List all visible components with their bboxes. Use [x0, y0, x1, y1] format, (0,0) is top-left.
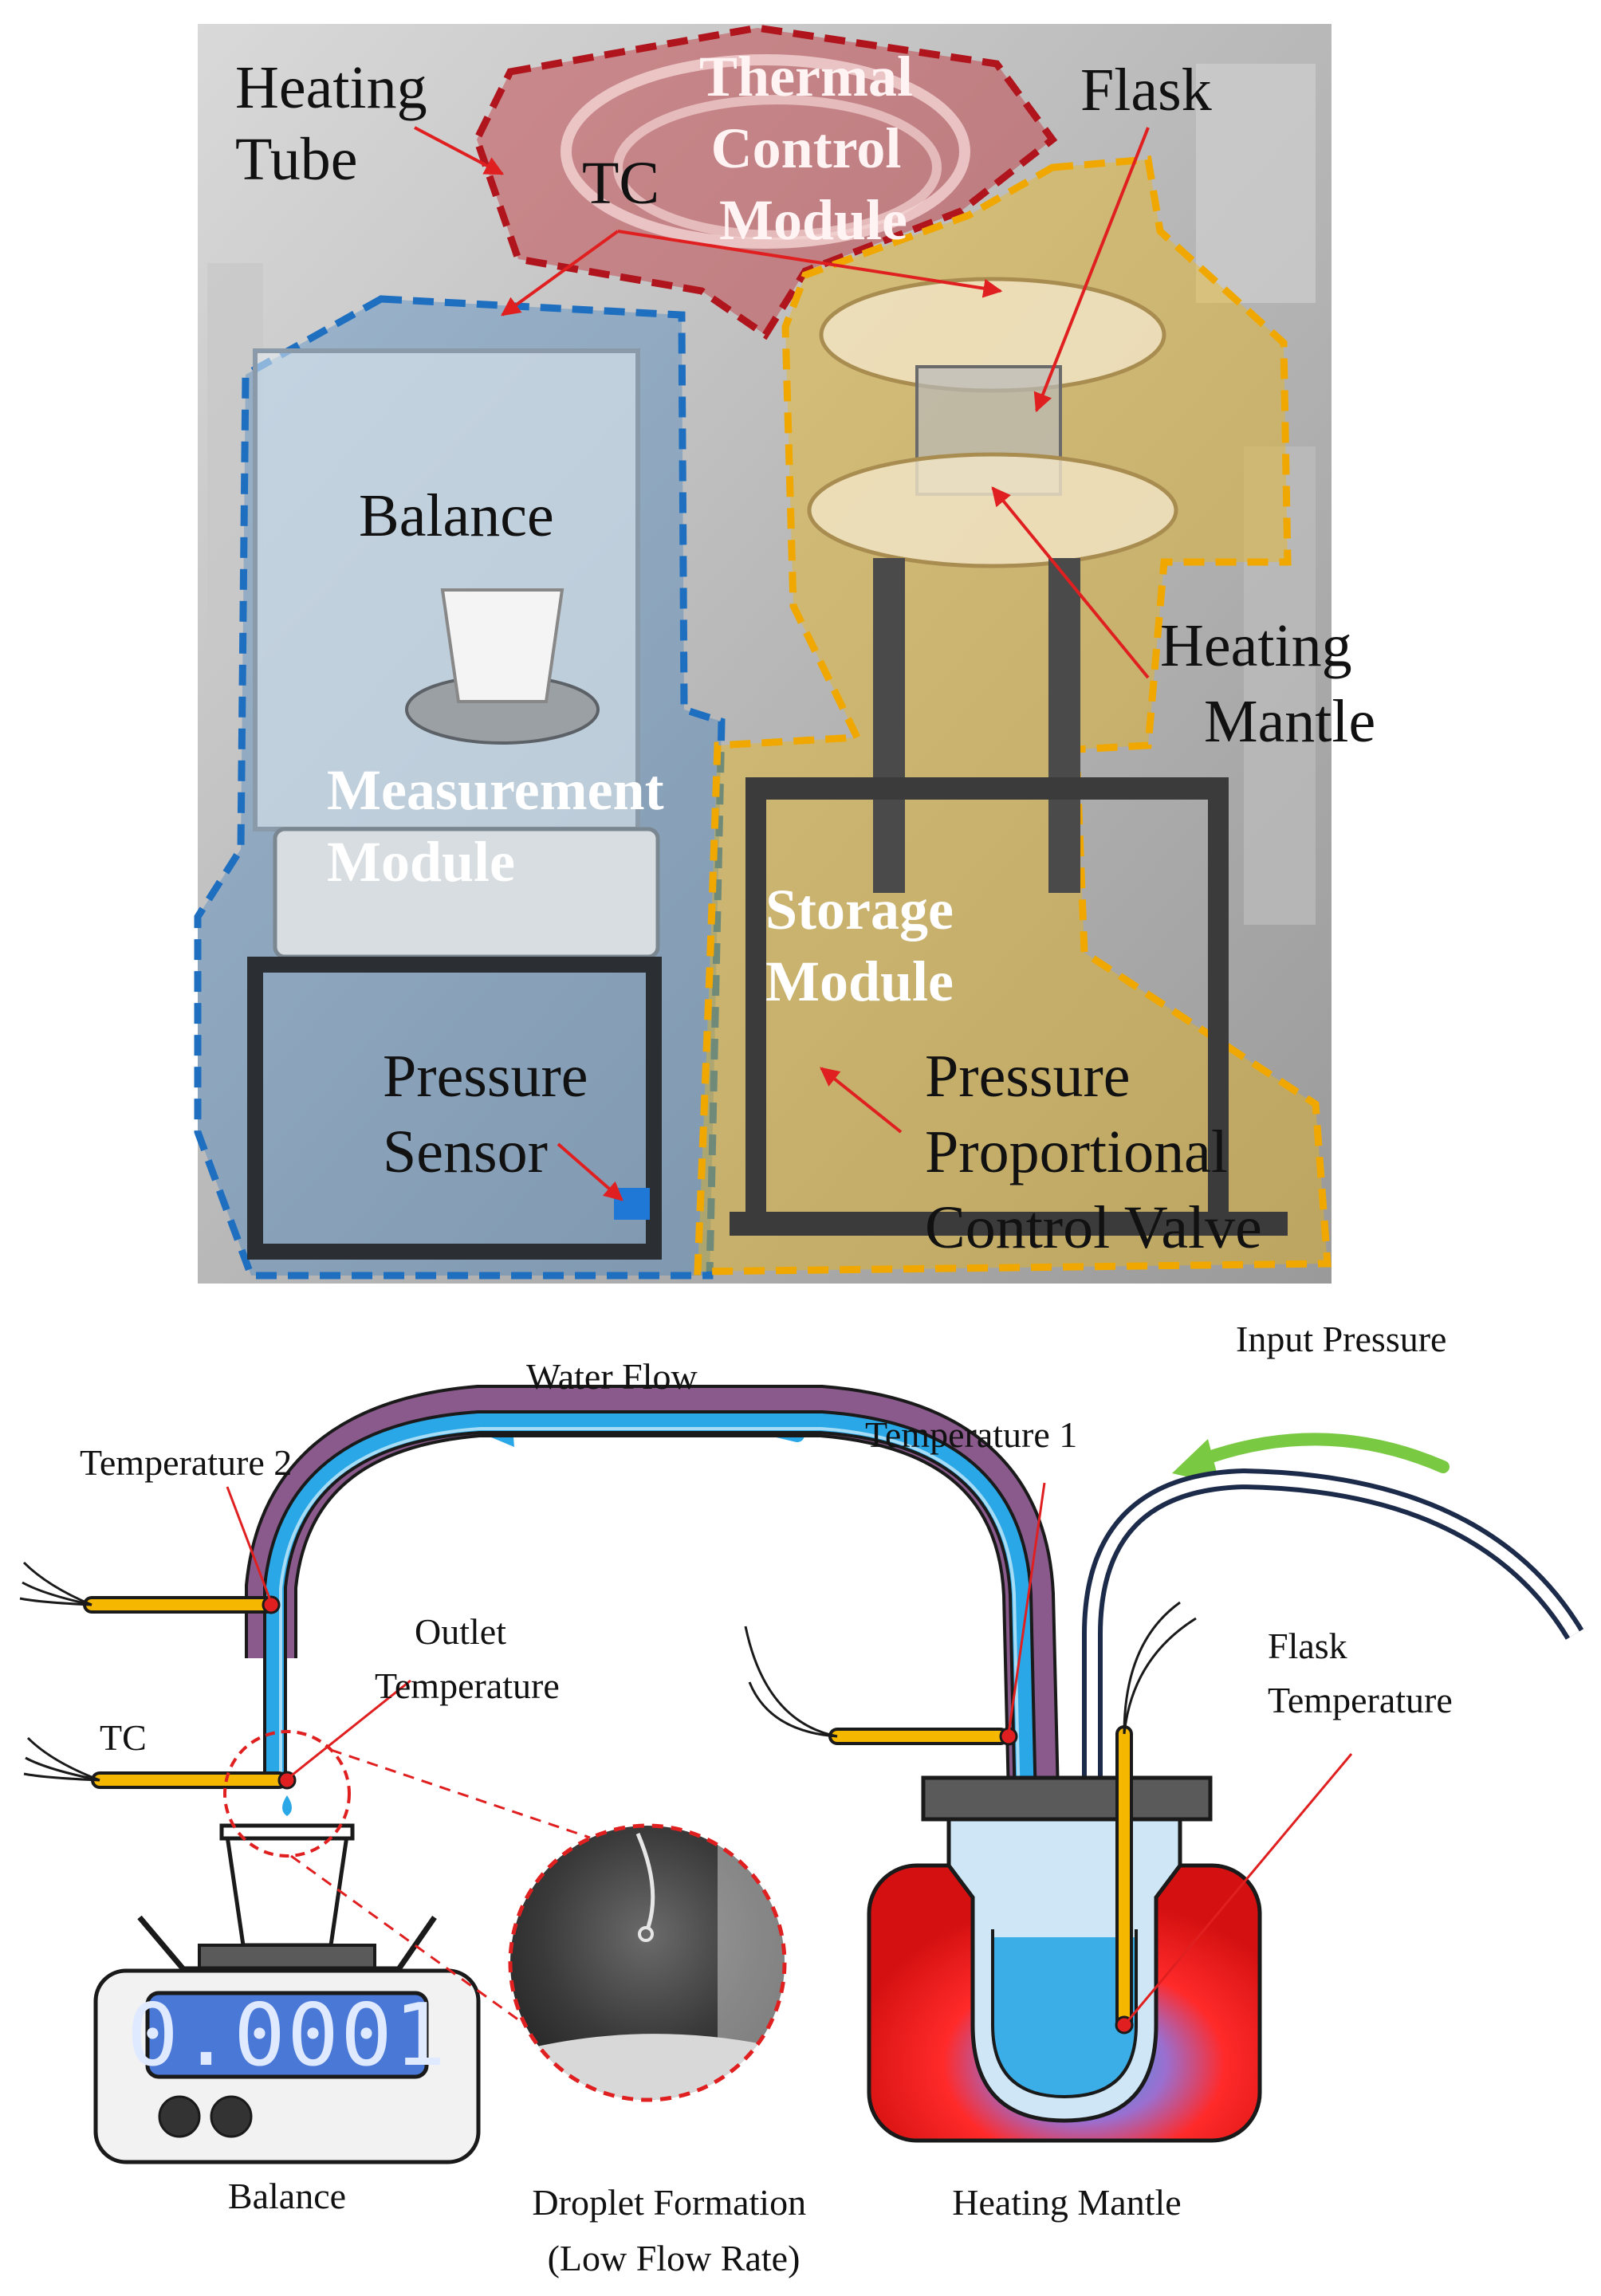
label-thermal-control-module: Thermal Control Module: [699, 45, 927, 252]
label-heating-mantle-photo: Heating Mantle: [1160, 612, 1375, 755]
label-input-pressure: Input Pressure: [1236, 1319, 1446, 1359]
label-balance-schematic: Balance: [228, 2176, 346, 2216]
label-measurement-module: Measurement Module: [327, 758, 679, 894]
flask-lid: [921, 1775, 1213, 1822]
label-storage-module: Storage Module: [765, 878, 968, 1013]
label-temperature-1: Temperature 1: [865, 1414, 1077, 1455]
input-pressure-arrow: [1194, 1433, 1450, 1473]
thermal-control-region: [473, 24, 1058, 340]
label-droplet-formation: Droplet Formation (Low Flow Rate): [532, 2182, 815, 2278]
lead-wires: [19, 1561, 1197, 1782]
photo-pointers: [414, 126, 1150, 1201]
label-pressure-valve: Pressure Proportional Control Valve: [925, 1043, 1262, 1261]
schematic-pointers: [226, 1482, 1353, 2024]
label-balance-photo: Balance: [359, 482, 554, 549]
label-temperature-2: Temperature 2: [80, 1442, 292, 1483]
balance-display: [145, 1991, 429, 2079]
label-heating-mantle-schematic: Heating Mantle: [952, 2182, 1181, 2223]
zoom-source-circle: [223, 1730, 351, 1858]
photo-panel: Heating Tube Thermal Control Module TC F…: [194, 24, 1375, 1284]
droplet-zoom-photo: [510, 1826, 785, 2100]
label-water-flow: Water Flow: [526, 1356, 698, 1397]
label-heating-tube: Heating Tube: [235, 54, 443, 193]
label-flask: Flask: [1080, 57, 1212, 124]
balance-display-value: 0.0001: [127, 1986, 447, 2086]
droplet: [282, 1795, 292, 1816]
cup: [225, 1834, 349, 1948]
schematic-panel: 0.0001 Water Flow Input Pressure Tempera…: [19, 1319, 1584, 2278]
label-tc-schematic: TC: [100, 1717, 147, 1758]
storage-module-region: [694, 155, 1332, 1276]
label-flask-temperature: Flask Temperature: [1268, 1626, 1453, 1720]
balance-button: [210, 2095, 253, 2138]
balance-button: [158, 2095, 201, 2138]
label-tc-photo: TC: [582, 150, 659, 217]
water-channel: [266, 1413, 1037, 1946]
label-pressure-sensor: Pressure Sensor: [383, 1043, 604, 1185]
label-outlet-temperature: Outlet Temperature: [375, 1611, 560, 1706]
